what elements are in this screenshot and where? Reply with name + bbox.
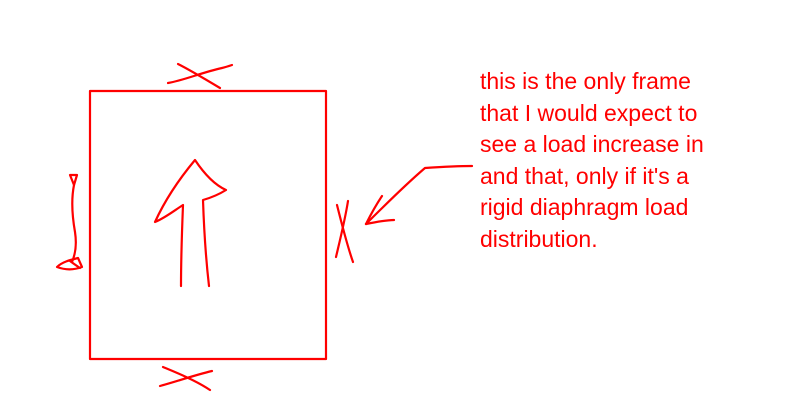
annotation-line: distribution. — [480, 225, 598, 252]
annotation-line: see a load increase in — [480, 131, 704, 157]
callout-arrow-icon — [364, 164, 474, 226]
up-arrow-icon — [153, 158, 228, 288]
top-frame-x-mark — [166, 62, 234, 90]
annotation-line: and that, only if it's a — [480, 162, 689, 189]
floor-plan-frame — [88, 89, 328, 361]
annotation-line: rigid diaphragm load — [480, 194, 689, 220]
annotation-line: that I would expect to — [480, 99, 698, 126]
right-frame-x-mark — [334, 199, 355, 264]
annotation-line: this is the only frame — [480, 68, 691, 94]
bottom-frame-x-mark — [158, 365, 214, 392]
left-frame-scribble — [55, 173, 84, 271]
annotation-note: this is the only frame that I would expe… — [480, 66, 780, 255]
